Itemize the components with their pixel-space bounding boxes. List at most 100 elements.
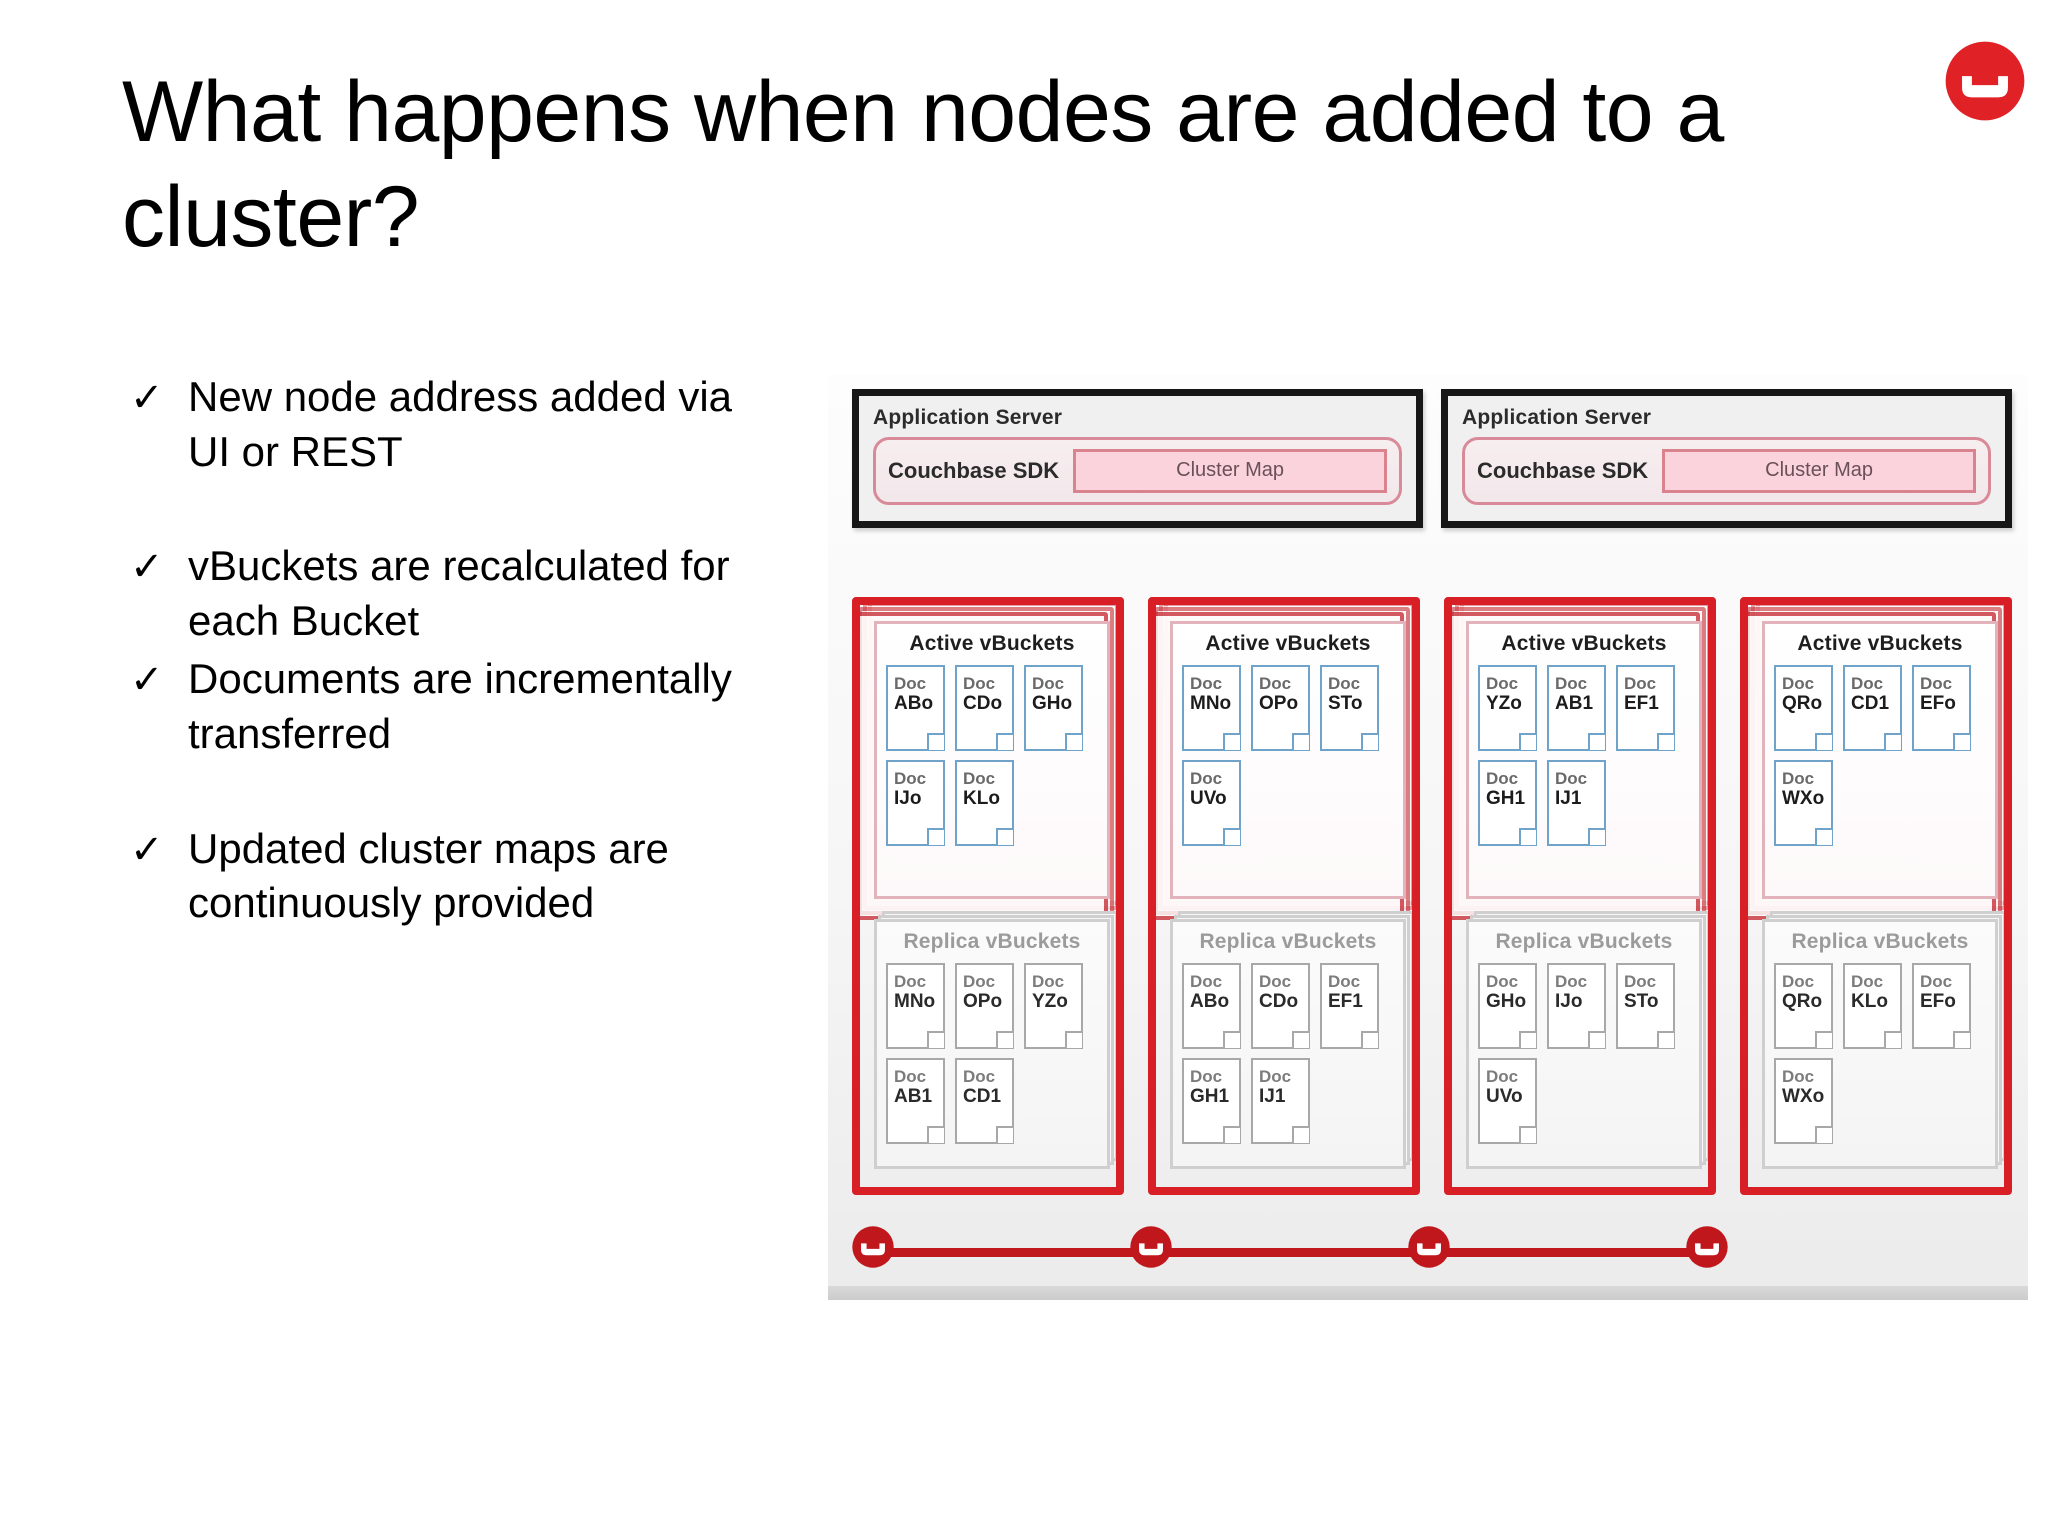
active-doc-grid: Doc YZo Doc AB1 Doc EF1 Doc GH1 Doc IJ1 [1478,665,1690,846]
check-icon: ✓ [130,545,164,590]
replica-doc-grid: Doc GHo Doc IJo Doc STo Doc UVo [1478,963,1690,1144]
check-icon: ✓ [130,827,164,872]
doc-card-code: EFo [1920,693,1956,715]
application-server-2: Application Server Couchbase SDK Cluster… [1441,389,2012,528]
replica-vbuckets-panel: Replica vBuckets Doc ABo Doc CDo Doc EF1… [1170,919,1406,1169]
cluster-nodes-row: Active vBuckets Doc ABo Doc CDo Doc GHo … [852,597,2012,1195]
doc-card: Doc IJ1 [1251,1058,1310,1144]
doc-card-code: GH1 [1486,788,1526,810]
doc-card: Doc IJo [1547,963,1606,1049]
doc-card: Doc GHo [1478,963,1537,1049]
active-vbuckets-title: Active vBuckets [1205,632,1371,655]
doc-card-prefix: Doc [1259,1067,1292,1086]
doc-card: Doc EFo [1912,665,1971,751]
doc-card: Doc OPo [955,963,1014,1049]
bullet-spacer [130,766,770,822]
node-border [1740,597,2012,1195]
doc-card-code: MNo [1190,693,1232,715]
node-badge-icon-1 [850,1224,896,1270]
doc-card: Doc CDo [1251,963,1310,1049]
active-vbuckets-panel: Active vBuckets Doc QRo Doc CD1 Doc EFo … [1762,621,1998,899]
doc-card-prefix: Doc [1624,674,1657,693]
doc-card-code: STo [1624,991,1659,1013]
list-item: ✓ vBuckets are recalculated for each Buc… [130,539,770,648]
doc-card-prefix: Doc [1782,972,1815,991]
doc-card-code: WXo [1782,1086,1825,1108]
doc-card: Doc WXo [1774,1058,1833,1144]
doc-card-prefix: Doc [1782,769,1815,788]
doc-card-code: CDo [963,693,1003,715]
page-title: What happens when nodes are added to a c… [122,64,1724,265]
cluster-diagram: Application Server Couchbase SDK Cluster… [828,375,2028,1300]
doc-card-code: ABo [1190,991,1230,1013]
replica-doc-grid: Doc QRo Doc KLo Doc EFo Doc WXo [1774,963,1986,1144]
replica-doc-grid: Doc ABo Doc CDo Doc EF1 Doc GH1 Doc IJ1 [1182,963,1394,1144]
doc-card-code: IJo [894,788,922,810]
node-border [1148,597,1420,1195]
cluster-map-box: Cluster Map [1073,449,1387,493]
doc-card-prefix: Doc [1328,972,1361,991]
application-server-1: Application Server Couchbase SDK Cluster… [852,389,1423,528]
bullet-text: New node address added via UI or REST [188,373,733,475]
doc-card-prefix: Doc [894,972,927,991]
doc-card-code: QRo [1782,991,1823,1013]
doc-card-code: KLo [1851,991,1888,1013]
active-vbuckets-panel: Active vBuckets Doc ABo Doc CDo Doc GHo … [874,621,1110,899]
replica-vbuckets-title: Replica vBuckets [1199,930,1377,953]
doc-card-code: ABo [894,693,934,715]
doc-card-code: EF1 [1328,991,1363,1013]
doc-card: Doc YZo [1478,665,1537,751]
doc-card-code: OPo [963,991,1003,1013]
doc-card-prefix: Doc [1782,1067,1815,1086]
doc-card-prefix: Doc [1486,674,1519,693]
doc-card: Doc AB1 [886,1058,945,1144]
doc-card-prefix: Doc [1851,674,1884,693]
doc-card-prefix: Doc [1486,972,1519,991]
doc-card: Doc MNo [886,963,945,1049]
doc-card-prefix: Doc [1555,972,1588,991]
doc-card-prefix: Doc [963,1067,996,1086]
doc-card: Doc KLo [955,760,1014,846]
doc-card: Doc ABo [1182,963,1241,1049]
doc-card: Doc GH1 [1478,760,1537,846]
doc-card: Doc CDo [955,665,1014,751]
doc-card: Doc QRo [1774,963,1833,1049]
doc-card: Doc CD1 [1843,665,1902,751]
active-vbuckets-panel: Active vBuckets Doc MNo Doc OPo Doc STo … [1170,621,1406,899]
doc-card-code: IJo [1555,991,1583,1013]
doc-card: Doc STo [1616,963,1675,1049]
doc-card-code: YZo [1486,693,1522,715]
doc-card-code: CD1 [963,1086,1002,1108]
bullet-spacer [130,483,770,539]
replica-vbuckets-title: Replica vBuckets [1791,930,1969,953]
doc-card: Doc KLo [1843,963,1902,1049]
bullet-text: Documents are incrementally transferred [188,655,732,757]
node-badge-icon-2 [1128,1224,1174,1270]
doc-card-prefix: Doc [1190,769,1223,788]
doc-card-prefix: Doc [1486,1067,1519,1086]
doc-card-prefix: Doc [1624,972,1657,991]
doc-card: Doc IJo [886,760,945,846]
couchbase-sdk-box: Couchbase SDK Cluster Map [1462,437,1991,505]
doc-card-prefix: Doc [963,769,996,788]
bullet-text: vBuckets are recalculated for each Bucke… [188,542,730,644]
doc-card-prefix: Doc [1190,674,1223,693]
doc-card: Doc AB1 [1547,665,1606,751]
doc-card: Doc GH1 [1182,1058,1241,1144]
doc-card: Doc WXo [1774,760,1833,846]
doc-card: Doc YZo [1024,963,1083,1049]
cluster-node-4: Active vBuckets Doc QRo Doc CD1 Doc EFo … [1740,597,2012,1195]
check-icon: ✓ [130,658,164,703]
doc-card-prefix: Doc [1486,769,1519,788]
doc-card-prefix: Doc [1032,972,1065,991]
application-server-title: Application Server [873,406,1063,429]
couchbase-logo-icon [1944,40,2026,122]
doc-card: Doc EF1 [1616,665,1675,751]
doc-card-prefix: Doc [1190,972,1223,991]
doc-card: Doc EF1 [1320,963,1379,1049]
doc-card-code: GH1 [1190,1086,1230,1108]
doc-card: Doc EFo [1912,963,1971,1049]
doc-card-prefix: Doc [1782,674,1815,693]
doc-card: Doc IJ1 [1547,760,1606,846]
cluster-node-3: Active vBuckets Doc YZo Doc AB1 Doc EF1 … [1444,597,1716,1195]
